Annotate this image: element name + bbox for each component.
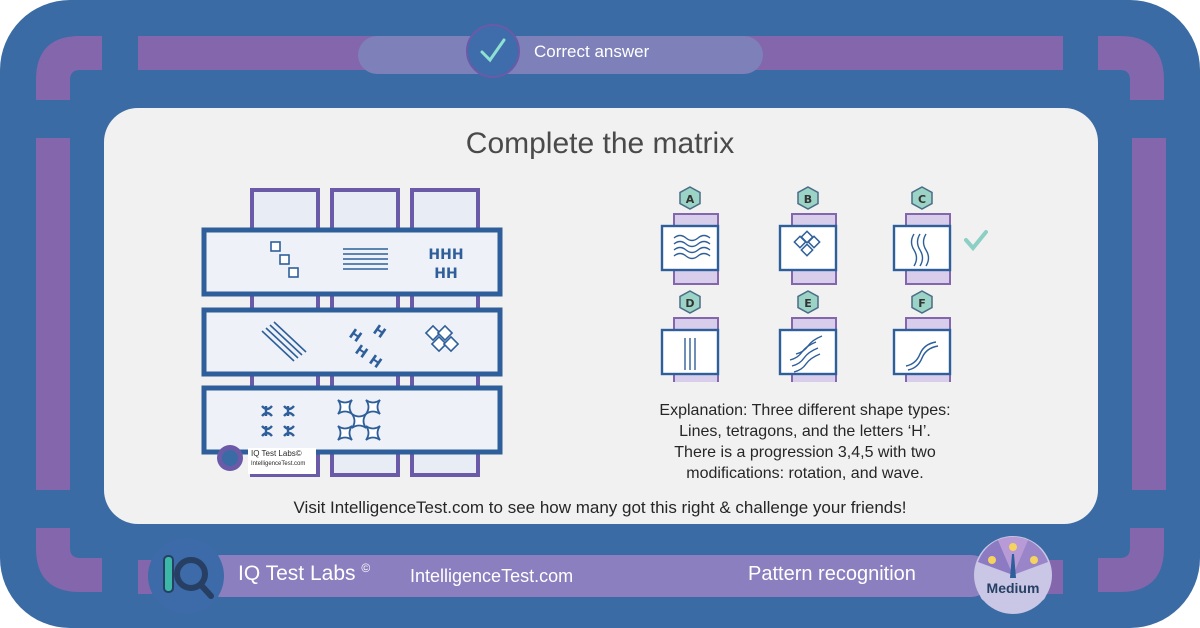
status-check-badge — [466, 24, 520, 78]
frame-bar-right — [1132, 138, 1166, 490]
single-wave-icon — [905, 341, 939, 371]
visit-link-text[interactable]: Visit IntelligenceTest.com to see how ma… — [293, 498, 907, 517]
magnifier-logo-icon — [163, 555, 214, 599]
hard-face-icon — [1030, 556, 1038, 564]
checkmark-icon — [480, 38, 506, 63]
matrix-watermark-site: IntelligenceTest.com — [251, 461, 306, 467]
meter-needle — [1010, 554, 1016, 578]
frame-bar-left — [36, 138, 70, 490]
iq-logo — [148, 538, 224, 614]
svg-text:A: A — [686, 193, 695, 206]
cell-diagonal-lines — [261, 321, 307, 362]
difficulty-meter — [974, 536, 1052, 614]
option-e[interactable]: E — [778, 290, 838, 382]
cell-letters-h-row2: HH — [434, 266, 457, 282]
svg-text:C: C — [918, 193, 926, 206]
footer-brand: IQ Test Labs © — [238, 561, 370, 586]
difficulty-label: Medium — [986, 580, 1040, 596]
explanation-line: Explanation: Three different shape types… — [659, 402, 951, 419]
svg-text:F: F — [918, 297, 926, 310]
answer-options: A B C D — [660, 186, 988, 382]
vertical-lines-icon — [684, 338, 696, 370]
easy-face-icon — [988, 556, 996, 564]
option-f[interactable]: F — [892, 290, 952, 382]
svg-text:E: E — [804, 297, 812, 310]
cell-curved-squares — [337, 399, 381, 441]
status-text: Correct answer — [534, 42, 650, 61]
svg-text:B: B — [804, 193, 812, 206]
explanation-line: modifications: rotation, and wave. — [686, 465, 924, 482]
option-a[interactable]: A — [660, 186, 720, 286]
option-d[interactable]: D — [660, 290, 720, 382]
status-pill — [358, 36, 763, 74]
matrix-rows — [201, 227, 503, 455]
matrix-figure: HHH HH H H H H — [201, 188, 503, 477]
cell-horizontal-lines — [343, 248, 388, 270]
puzzle-title: Complete the matrix — [465, 127, 735, 160]
svg-text:D: D — [685, 297, 694, 310]
footer-brand-mark: © — [361, 561, 371, 575]
cell-wavy-h — [261, 405, 295, 437]
cell-squares-diagonal — [270, 241, 299, 278]
matrix-watermark-brand: IQ Test Labs© — [251, 449, 302, 458]
footer-pill — [200, 555, 992, 597]
cell-rotated-squares — [424, 324, 460, 353]
option-b[interactable]: B — [778, 186, 838, 286]
footer-category: Pattern recognition — [748, 563, 916, 585]
diagonal-wavy-lines-icon — [789, 335, 823, 373]
option-c[interactable]: C — [892, 186, 952, 286]
footer-site[interactable]: IntelligenceTest.com — [410, 566, 574, 586]
explanation-line: There is a progression 3,4,5 with two — [674, 444, 936, 461]
medium-face-icon — [1009, 543, 1017, 551]
wavy-lines-icon — [673, 234, 711, 260]
wavy-vertical-lines-icon — [910, 233, 930, 267]
diamond-squares-icon — [793, 230, 821, 257]
correct-check-icon — [964, 230, 988, 252]
explanation-line: Lines, tetragons, and the letters ‘H’. — [679, 423, 931, 440]
footer-brand-name: IQ Test Labs — [238, 562, 356, 585]
cell-letters-h-row1: HHH — [428, 247, 463, 263]
explanation: Explanation: Three different shape types… — [610, 400, 1000, 484]
